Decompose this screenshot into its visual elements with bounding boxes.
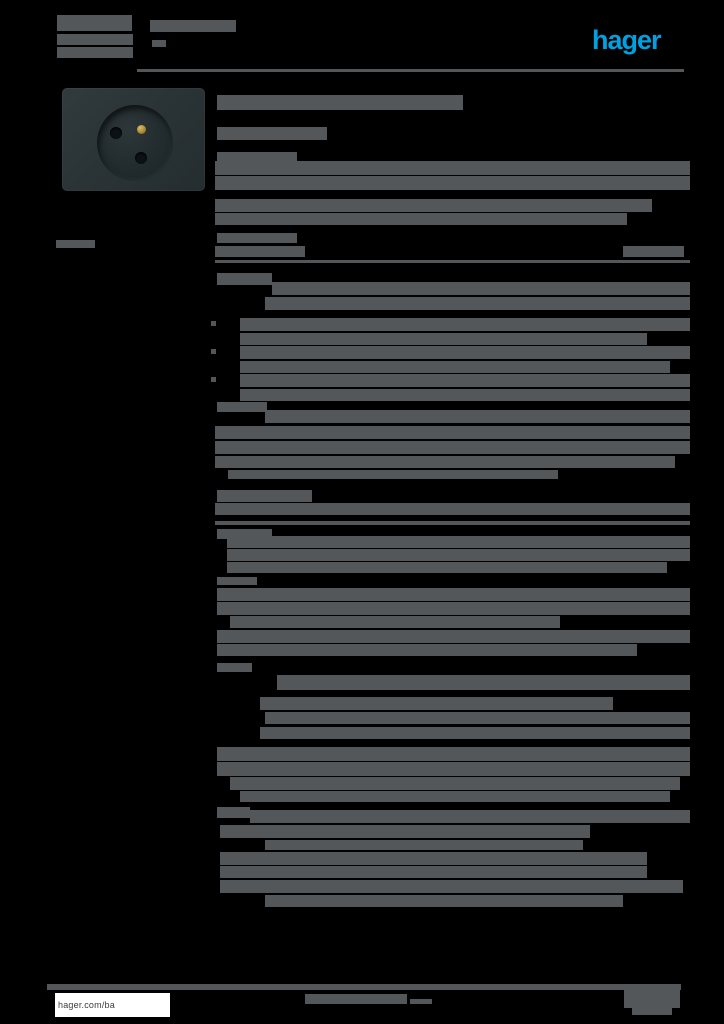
paragraph-line bbox=[215, 176, 690, 190]
property-label bbox=[217, 577, 257, 585]
property-value bbox=[623, 246, 684, 257]
property-value bbox=[628, 503, 690, 515]
paragraph-line bbox=[217, 602, 690, 615]
paragraph-line bbox=[240, 791, 670, 802]
socket-hole-left bbox=[110, 127, 122, 139]
paragraph-line bbox=[215, 441, 690, 454]
divider-rule bbox=[215, 521, 690, 525]
socket-hole-bottom bbox=[135, 152, 147, 164]
list-item-line bbox=[240, 374, 690, 387]
paragraph-line bbox=[215, 161, 690, 175]
socket-recess bbox=[97, 105, 173, 181]
paragraph-line bbox=[220, 825, 590, 838]
socket-earth-pin bbox=[137, 125, 146, 134]
list-bullet bbox=[211, 377, 216, 382]
paragraph-line bbox=[277, 675, 690, 690]
paragraph-line bbox=[220, 880, 683, 893]
list-bullet bbox=[211, 349, 216, 354]
divider-rule bbox=[215, 260, 690, 263]
list-item-line bbox=[240, 318, 690, 331]
list-bullet bbox=[211, 321, 216, 326]
paragraph-line bbox=[217, 588, 690, 601]
paragraph-line bbox=[217, 762, 690, 776]
paragraph-line bbox=[230, 777, 680, 790]
footer-link[interactable]: hager.com/ba bbox=[55, 993, 170, 1017]
paragraph-line bbox=[265, 840, 583, 850]
paragraph-line bbox=[220, 866, 647, 878]
paragraph-line bbox=[217, 747, 690, 761]
paragraph-line bbox=[260, 697, 613, 710]
list-item-line bbox=[240, 361, 670, 373]
paragraph-line bbox=[227, 536, 690, 548]
paragraph-line bbox=[265, 297, 690, 310]
list-item-line bbox=[240, 346, 690, 359]
section-heading bbox=[217, 490, 312, 502]
paragraph-line bbox=[250, 810, 690, 823]
paragraph-line bbox=[227, 549, 690, 561]
footer-page-badge bbox=[624, 984, 680, 1008]
paragraph-line bbox=[228, 470, 558, 479]
paragraph-line bbox=[215, 199, 652, 212]
property-label bbox=[215, 246, 305, 257]
paragraph-line bbox=[217, 630, 690, 643]
property-label bbox=[217, 529, 272, 539]
paragraph-line bbox=[220, 852, 647, 865]
margin-note bbox=[56, 240, 95, 248]
paragraph-line bbox=[215, 456, 675, 468]
header-address-line bbox=[57, 34, 133, 45]
header-rule bbox=[137, 69, 684, 72]
list-item-line bbox=[240, 333, 647, 345]
footer-link-text: hager.com/ba bbox=[58, 1000, 115, 1010]
paragraph-line bbox=[265, 895, 623, 907]
section-heading bbox=[217, 233, 297, 243]
property-label bbox=[217, 807, 250, 818]
header-address-line bbox=[57, 47, 133, 58]
paragraph-line bbox=[215, 213, 627, 225]
list-item-line bbox=[240, 389, 690, 401]
property-label bbox=[217, 663, 252, 672]
paragraph-line bbox=[265, 410, 690, 423]
hager-logo: hager bbox=[592, 25, 662, 55]
property-label bbox=[217, 402, 267, 412]
socket-plate bbox=[62, 88, 205, 191]
header-address-line bbox=[57, 15, 132, 31]
doc-title bbox=[217, 95, 463, 110]
paragraph-line bbox=[217, 644, 637, 656]
footer-rule bbox=[47, 984, 681, 990]
footer-page-badge bbox=[632, 1008, 672, 1015]
paragraph-line bbox=[227, 562, 667, 573]
paragraph-line bbox=[215, 426, 690, 439]
header-address-line bbox=[150, 20, 236, 32]
paragraph-line bbox=[260, 727, 690, 739]
doc-subtitle bbox=[217, 127, 327, 140]
section-heading bbox=[217, 152, 297, 161]
footer-center-text bbox=[410, 999, 432, 1004]
property-label bbox=[217, 273, 272, 285]
paragraph-line bbox=[230, 616, 560, 628]
paragraph-line bbox=[265, 712, 690, 724]
product-image bbox=[62, 88, 205, 191]
paragraph-line bbox=[272, 282, 690, 295]
property-label bbox=[215, 503, 628, 515]
header-note bbox=[152, 40, 166, 47]
footer-center-text bbox=[305, 994, 407, 1004]
